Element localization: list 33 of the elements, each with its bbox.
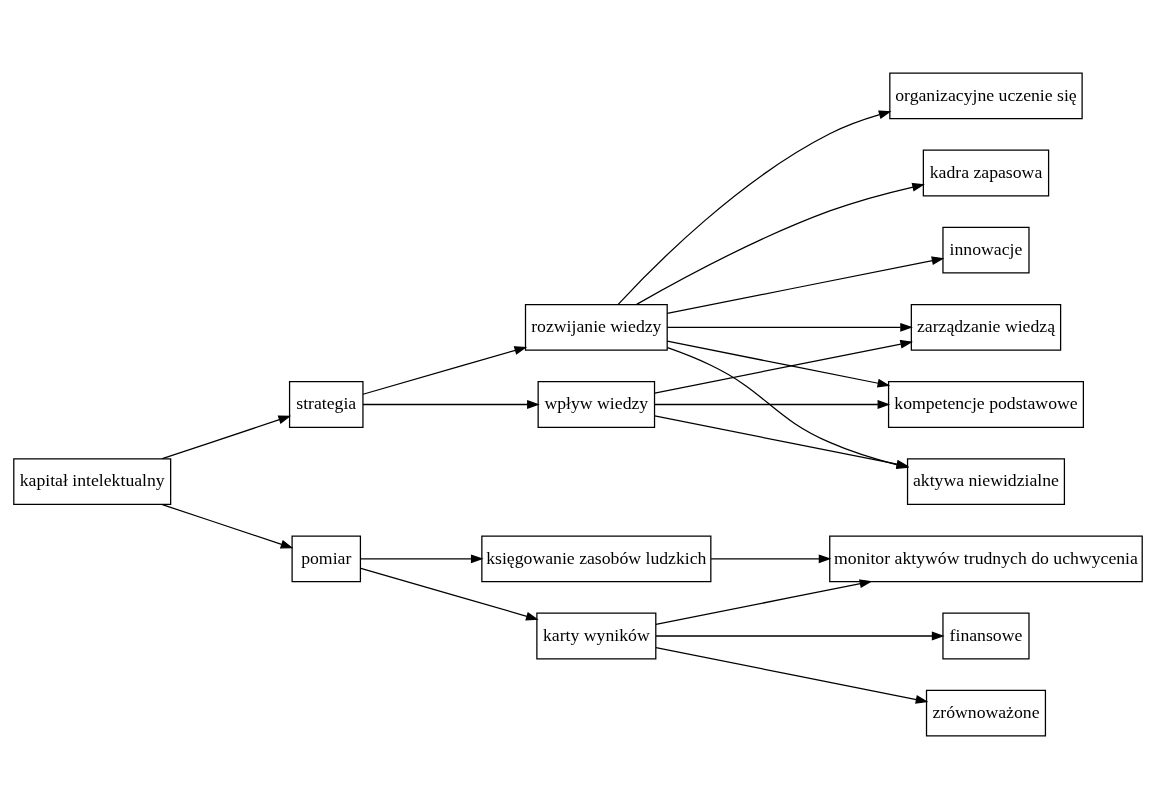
arrow	[617, 110, 892, 305]
node-box: innowacje	[942, 226, 1030, 274]
arrow	[655, 579, 873, 625]
arrow	[666, 322, 913, 332]
node-box: monitor aktywów trudnych do uchwycenia	[829, 535, 1143, 583]
arrow	[362, 346, 528, 395]
arrow	[362, 400, 540, 409]
node-box: organizacyjne uczenie się	[889, 72, 1083, 120]
node-box: wpływ wiedzy	[537, 381, 656, 428]
node-box: rozwijanie wiedzy	[524, 303, 668, 351]
node-box: kadra zapasowa	[922, 149, 1050, 197]
node-box: pomiar	[291, 535, 362, 583]
arrow	[666, 256, 945, 315]
node-box: karty wyników	[536, 612, 657, 660]
arrow	[360, 554, 484, 564]
arrow	[161, 415, 292, 460]
node-box: finansowe	[942, 612, 1030, 660]
arrow	[655, 631, 945, 641]
arrow	[161, 504, 294, 549]
node-box: strategia	[288, 381, 364, 428]
arrow	[654, 400, 891, 409]
arrow	[710, 554, 832, 564]
arrow	[666, 340, 891, 388]
node-box: kapitał intelektualny	[13, 458, 172, 506]
node-box: aktywa niewidzialne	[906, 458, 1066, 506]
arrow	[655, 647, 929, 704]
node-box: księgowanie zasobów ludzkich	[481, 535, 712, 583]
node-box: kompetencje podstawowe	[887, 381, 1084, 428]
arrow	[636, 182, 925, 305]
arrow	[360, 567, 539, 621]
arrow	[654, 339, 913, 394]
node-box: zrównoważone	[925, 689, 1047, 737]
node-box: zarządzanie wiedzą	[910, 303, 1062, 351]
